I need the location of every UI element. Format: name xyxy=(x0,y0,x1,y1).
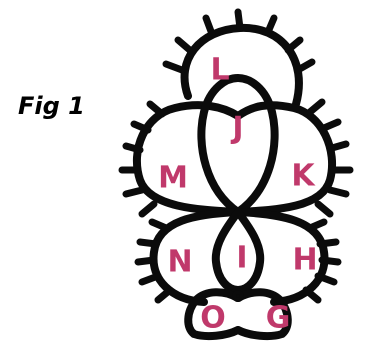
lobe-l-outline xyxy=(185,28,299,104)
spike xyxy=(322,260,338,262)
region-label-k: K xyxy=(291,159,316,194)
region-label-i: I xyxy=(236,241,247,276)
region-label-l: L xyxy=(210,53,229,88)
spike xyxy=(238,12,240,28)
spike xyxy=(126,146,140,150)
spike xyxy=(138,260,154,262)
spike xyxy=(268,18,274,32)
region-label-m: M xyxy=(158,161,188,196)
spike xyxy=(150,104,162,114)
spike xyxy=(320,242,336,244)
spike xyxy=(298,62,312,70)
spike xyxy=(152,222,166,228)
spike xyxy=(318,204,330,214)
spike xyxy=(332,144,346,148)
spike xyxy=(288,40,300,50)
spike xyxy=(178,40,192,52)
spike xyxy=(158,290,170,300)
spike xyxy=(310,102,322,112)
spike xyxy=(306,290,318,300)
region-label-h: H xyxy=(292,243,317,278)
region-label-g: G xyxy=(266,301,291,336)
spike xyxy=(166,64,182,70)
spike xyxy=(126,190,142,194)
spike xyxy=(324,122,338,128)
region-label-j: J xyxy=(230,111,243,146)
spike xyxy=(310,222,324,228)
spike xyxy=(206,18,212,34)
spike xyxy=(330,190,346,194)
spike xyxy=(142,204,154,214)
spike xyxy=(142,276,158,282)
spike xyxy=(140,242,156,244)
region-label-o: O xyxy=(200,301,226,336)
region-label-n: N xyxy=(167,245,192,280)
